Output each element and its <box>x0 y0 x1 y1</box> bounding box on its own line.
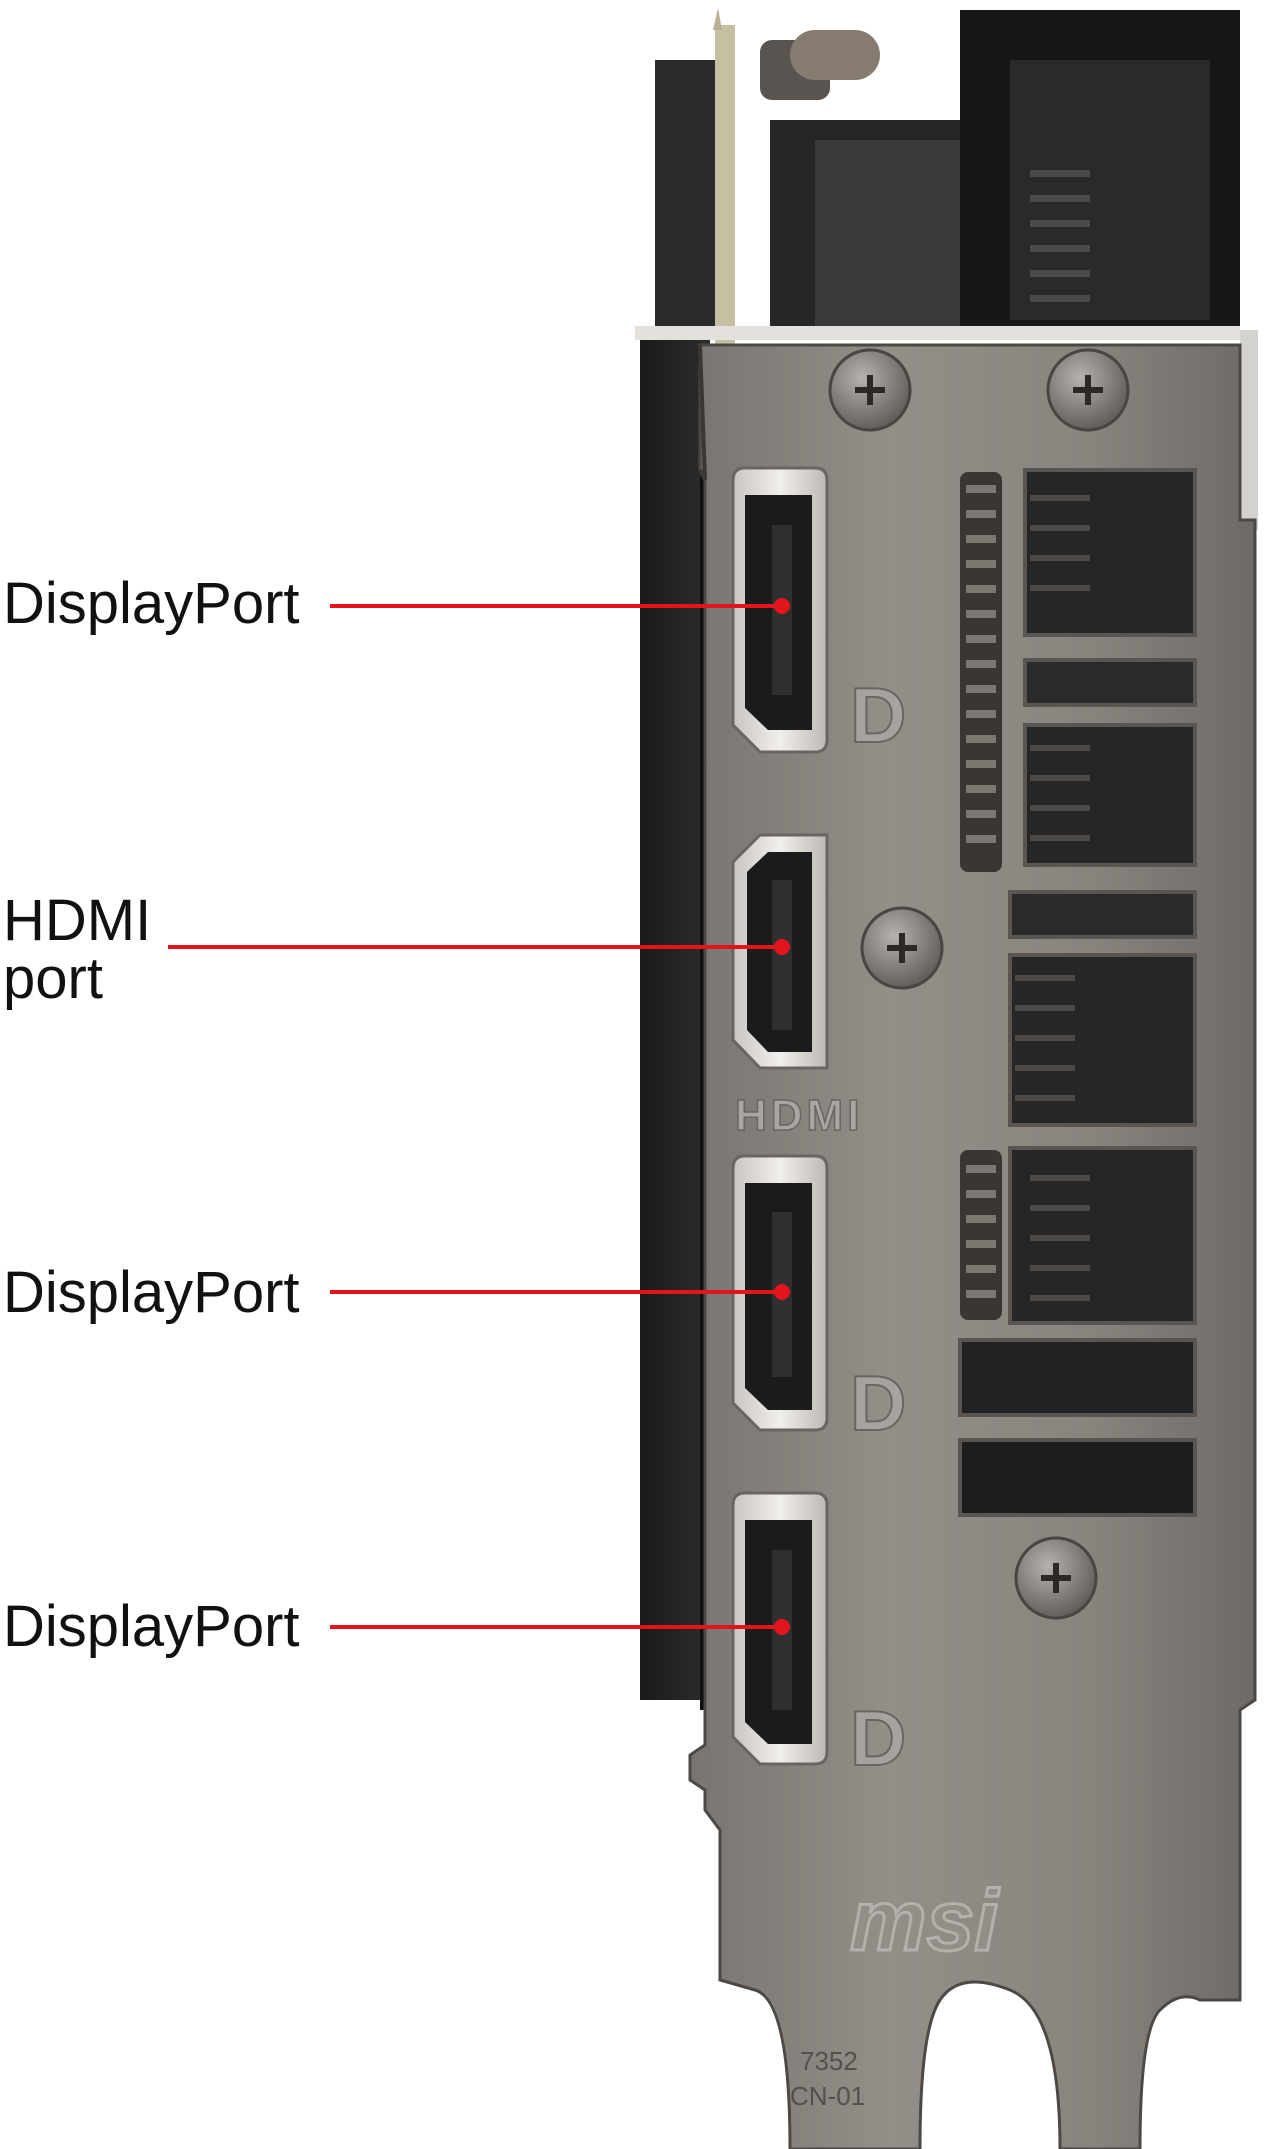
callout-line-hdmi <box>168 939 790 955</box>
dp-logo-1: D <box>849 670 907 760</box>
hdmi-logo-text: HDMI <box>735 1091 863 1140</box>
callout-label-hdmi-port: HDMI port <box>3 892 151 1008</box>
hdmi-label-line2: port <box>3 946 103 1011</box>
callout-label-displayport-1: DisplayPort <box>3 571 300 636</box>
vent-strip-upper <box>960 472 1002 872</box>
dp-logo-3: D <box>849 1693 907 1783</box>
screw-lower <box>1014 1536 1098 1620</box>
vent-fins <box>1015 495 1090 1301</box>
cooler-top <box>635 8 1258 530</box>
callout-line-displayport-3 <box>330 1619 790 1635</box>
dp-logo-2: D <box>849 1358 907 1448</box>
screw-top-left <box>828 348 912 432</box>
callout-line-displayport-2 <box>330 1284 790 1300</box>
hdmi-label-line1: HDMI <box>3 888 152 953</box>
bracket-code-line2: CN-01 <box>790 2081 865 2111</box>
callout-label-displayport-3: DisplayPort <box>3 1594 300 1659</box>
callout-line-displayport-1 <box>330 598 790 614</box>
svg-text:D: D <box>850 1359 906 1447</box>
msi-brand-emboss: msi <box>850 1873 1000 1969</box>
bracket-code-line1: 7352 <box>800 2046 858 2076</box>
svg-text:D: D <box>850 671 906 759</box>
pcb-edge <box>640 340 710 1700</box>
svg-text:D: D <box>850 1694 906 1782</box>
callout-label-displayport-2: DisplayPort <box>3 1260 300 1325</box>
screw-top-right <box>1046 348 1130 432</box>
vent-strip-lower <box>960 1150 1002 1320</box>
screw-middle <box>860 906 944 990</box>
